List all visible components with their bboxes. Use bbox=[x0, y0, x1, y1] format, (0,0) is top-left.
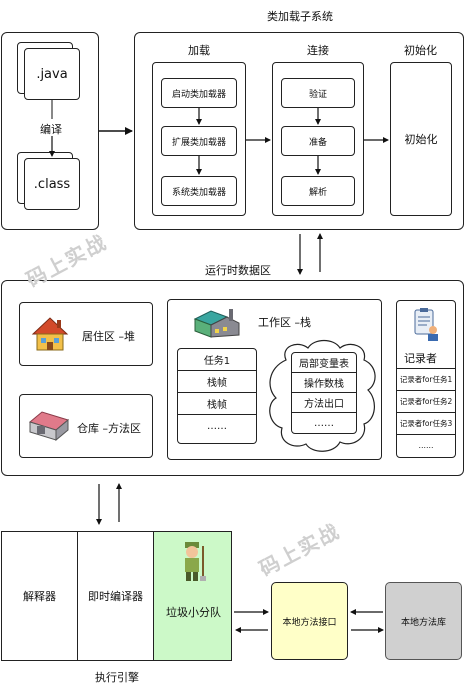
stack-frame: 栈帧 bbox=[178, 393, 256, 415]
work-area-label: 工作区 –栈 bbox=[258, 316, 311, 329]
stack-ellipsis: …… bbox=[207, 420, 227, 432]
class-file: .class bbox=[24, 158, 80, 210]
interpreter: 解释器 bbox=[1, 531, 77, 661]
warehouse-icon bbox=[28, 411, 70, 442]
runtime-title: 运行时数据区 bbox=[205, 264, 271, 277]
execution-engine-label: 执行引擎 bbox=[95, 671, 139, 684]
task-stack: 任务1 栈帧 栈帧 …… bbox=[177, 348, 257, 444]
recorder-title: 记录者 bbox=[404, 352, 437, 365]
compile-label: 编译 bbox=[40, 123, 62, 136]
linking-header: 连接 bbox=[307, 44, 329, 57]
loading-header: 加载 bbox=[188, 44, 210, 57]
init-header: 初始化 bbox=[404, 44, 437, 57]
verify-step: 验证 bbox=[281, 78, 355, 108]
native-interface: 本地方法接口 bbox=[271, 582, 348, 660]
class-loader-title: 类加载子系统 bbox=[267, 10, 333, 23]
heap-label: 居住区 –堆 bbox=[82, 330, 135, 343]
system-loader: 系统类加载器 bbox=[161, 176, 237, 206]
house-icon bbox=[31, 317, 69, 351]
frame-contents: 局部变量表 操作数栈 方法出口 …… bbox=[291, 352, 357, 434]
operand-stack: 操作数栈 bbox=[292, 373, 356, 393]
native-library: 本地方法库 bbox=[385, 582, 462, 660]
recorder-ellipsis: …… bbox=[418, 440, 434, 450]
recorder-item: 记录者for任务1 bbox=[396, 369, 456, 391]
recorder-item: 记录者for任务3 bbox=[396, 413, 456, 435]
sweeper-icon bbox=[185, 542, 206, 581]
gc-team-label: 垃圾小分队 bbox=[166, 606, 221, 619]
stack-frame: 栈帧 bbox=[178, 371, 256, 393]
bootstrap-loader: 启动类加载器 bbox=[161, 78, 237, 108]
prepare-step: 准备 bbox=[281, 126, 355, 156]
init-panel: 初始化 bbox=[390, 62, 452, 216]
recorder-list: 记录者for任务1 记录者for任务2 记录者for任务3 …… bbox=[396, 368, 456, 455]
stack-task: 任务1 bbox=[178, 349, 256, 371]
method-exit: 方法出口 bbox=[292, 393, 356, 413]
local-variable-table: 局部变量表 bbox=[292, 353, 356, 373]
factory-icon bbox=[193, 309, 240, 338]
watermark-bottom: 码上实战 bbox=[255, 518, 345, 582]
java-file: .java bbox=[24, 48, 80, 100]
resolve-step: 解析 bbox=[281, 176, 355, 206]
frame-ellipsis: …… bbox=[314, 417, 334, 429]
clipboard-icon bbox=[414, 308, 438, 341]
jit-compiler: 即时编译器 bbox=[77, 531, 154, 661]
extension-loader: 扩展类加载器 bbox=[161, 126, 237, 156]
method-area-label: 仓库 –方法区 bbox=[77, 422, 141, 435]
recorder-item: 记录者for任务2 bbox=[396, 391, 456, 413]
